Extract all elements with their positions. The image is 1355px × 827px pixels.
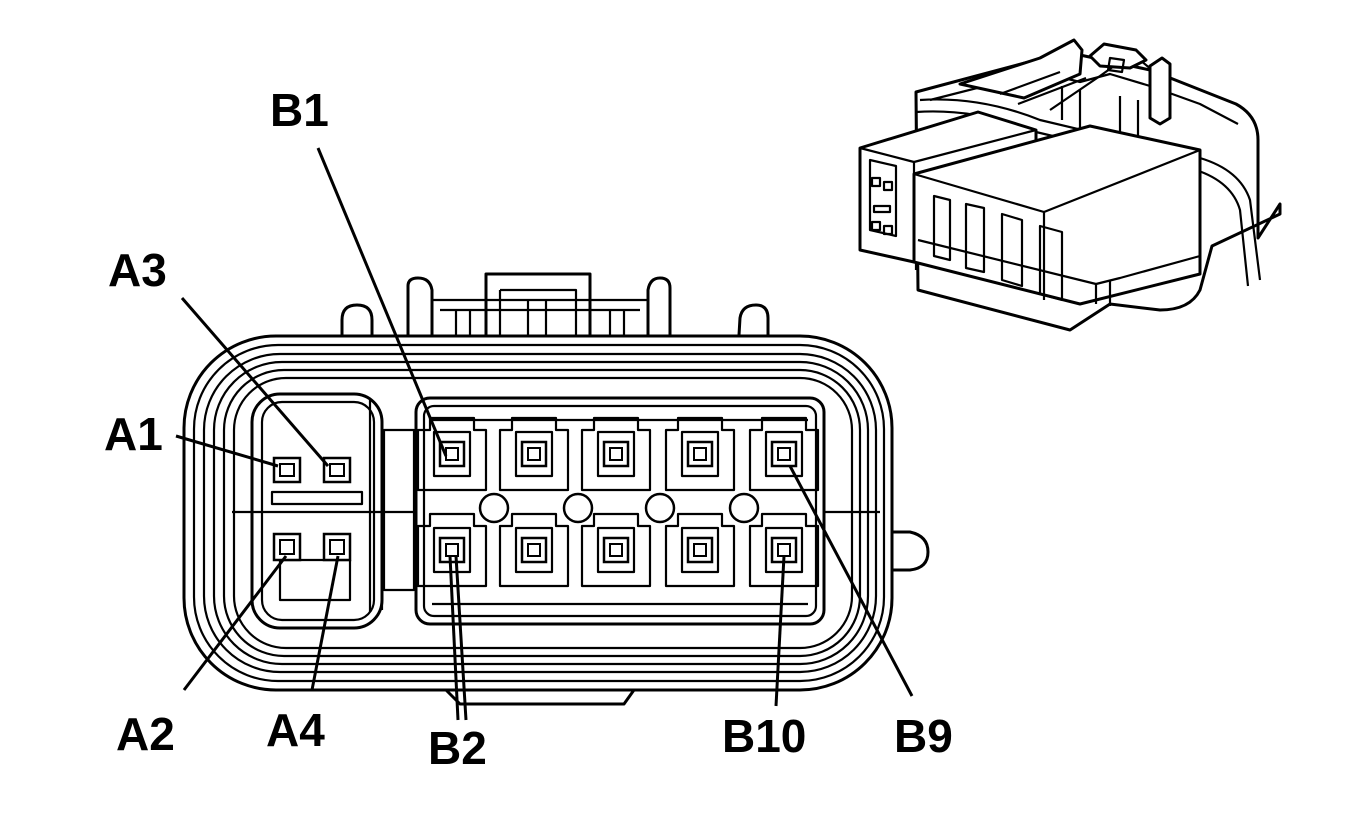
label-a3: A3 [108, 244, 167, 296]
b-cavity-top-5 [748, 416, 820, 492]
label-b1: B1 [270, 84, 329, 136]
leader-b1 [316, 147, 448, 457]
leader-a2 [182, 555, 288, 691]
leader-a1 [175, 434, 279, 468]
label-a1: A1 [104, 408, 163, 460]
b-cavity-top-3 [580, 416, 652, 492]
b-cavity-top-2 [498, 416, 570, 492]
leader-a3 [180, 297, 330, 467]
leader-b10 [774, 555, 786, 707]
label-b9: B9 [894, 710, 953, 762]
b-cavity-bottom-3 [580, 512, 652, 588]
connector-isometric-view [858, 38, 1282, 332]
leader-b2b [454, 555, 468, 721]
b-bottom-row-cavities [416, 512, 820, 588]
b-cavity-bottom-2 [498, 512, 570, 588]
label-b10: B10 [722, 710, 806, 762]
leader-b2 [448, 555, 460, 721]
connector-face-view [182, 272, 930, 706]
leader-lines [175, 147, 914, 721]
label-b2: B2 [428, 722, 487, 774]
pin-labels: B1 A3 A1 A2 A4 B2 B10 B9 [104, 84, 953, 774]
a-terminals [272, 456, 352, 562]
b-cavity-bottom-4 [664, 512, 736, 588]
b-cavity-top-4 [664, 416, 736, 492]
leader-b9 [788, 465, 914, 697]
leader-a4 [310, 555, 340, 691]
label-a2: A2 [116, 708, 175, 760]
b-cavity-bottom-1 [416, 512, 488, 588]
label-a4: A4 [266, 704, 325, 756]
